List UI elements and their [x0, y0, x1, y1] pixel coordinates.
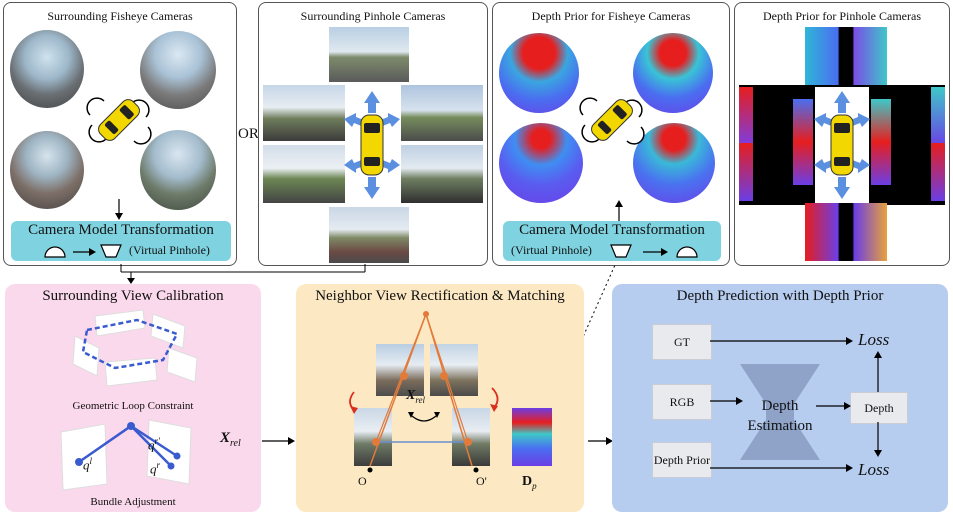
arrow-rectification-to-prediction — [588, 437, 613, 445]
depth-estimation-label: Depth Estimation — [747, 398, 813, 435]
depth-fisheye-title: Depth Prior for Fisheye Cameras — [531, 9, 691, 23]
depth-pinhole-title: Depth Prior for Pinhole Cameras — [763, 9, 921, 23]
depth-pinhole-rear — [805, 203, 887, 261]
depth-pinhole-front-left — [739, 87, 753, 147]
camera-model-transformation-box-2: Camera Model Transformation (Virtual Pin… — [503, 221, 721, 261]
car-with-pinhole-arrows — [344, 91, 400, 199]
pinhole-cameras-panel: Surrounding Pinhole Cameras — [258, 2, 488, 266]
or-label: OR — [238, 126, 259, 142]
depth-pinhole-inner-left — [793, 99, 813, 185]
rect-x-rel-label: Xrel — [406, 388, 425, 405]
origin-left-label: O — [358, 474, 367, 488]
rect-x-rel-sub: rel — [415, 394, 426, 405]
pinhole-image-rear — [329, 207, 409, 263]
car-with-fisheye-fovs — [86, 97, 152, 145]
pinhole-image-rear-left — [263, 145, 345, 203]
fisheye-image-rear-left — [10, 131, 84, 209]
rect-x-rel-base: X — [406, 388, 416, 403]
loss-top-label: Loss — [858, 330, 890, 349]
depth-pinhole-front — [805, 27, 887, 85]
pinhole-image-rear-right — [401, 145, 483, 203]
fisheye-cameras-panel: Surrounding Fisheye Cameras Camera Model… — [3, 2, 237, 266]
depth-output-box: Depth — [850, 392, 908, 424]
depth-prediction-box: Depth Prediction with Depth Prior GT RGB… — [612, 284, 948, 512]
pinhole-panel-title: Surrounding Pinhole Cameras — [300, 9, 446, 23]
depth-prior-fisheye-panel: Depth Prior for Fisheye Cameras Camera M… — [492, 2, 730, 266]
rectification-title: Neighbor View Rectification & Matching — [315, 288, 565, 304]
pinhole-to-fisheye-icons — [610, 244, 698, 258]
bundle-adjustment-label: Bundle Adjustment — [90, 496, 176, 508]
depth-prior-pinhole-panel: Depth Prior for Pinhole Cameras — [734, 2, 950, 266]
dp-sub: p — [532, 480, 537, 491]
down-arrow-fisheye — [115, 199, 123, 220]
fisheye-image-front-right — [140, 31, 216, 109]
q-r-prime-sup: r' — [154, 436, 160, 446]
car-depth-fisheye — [579, 97, 645, 145]
transform-subtitle: (Virtual Pinhole) — [129, 243, 210, 257]
car-depth-pinhole — [814, 91, 870, 199]
q-r-prime-base: q — [148, 437, 155, 453]
fisheye-image-rear-right — [140, 130, 216, 210]
arrow-calibration-to-rectification — [262, 437, 295, 445]
up-arrow-depth-fisheye — [615, 200, 623, 221]
depth-fisheye-rear-left — [499, 123, 583, 203]
depth-prior-image — [512, 408, 552, 466]
camera-model-transformation-box: Camera Model Transformation (Virtual Pin… — [11, 221, 231, 261]
fisheye-image-front-left — [10, 30, 84, 108]
x-rel-label: Xrel — [220, 430, 241, 449]
q-r-prime-label: qr' — [148, 436, 160, 453]
fisheye-panel-title: Surrounding Fisheye Cameras — [47, 9, 193, 23]
depth-pinhole-inner-right — [871, 99, 891, 185]
dp-label: Dp — [522, 474, 537, 491]
loss-bottom-label: Loss — [858, 460, 890, 479]
q-l-label: ql — [83, 456, 92, 473]
depth-fisheye-front-left — [499, 33, 579, 113]
fisheye-to-pinhole-icons — [44, 244, 122, 258]
q-r-label: qr — [150, 460, 160, 477]
pinhole-image-front — [329, 27, 409, 82]
transform-title: Camera Model Transformation — [28, 222, 214, 238]
dp-base: D — [522, 474, 533, 489]
depth-estimation-network — [740, 364, 820, 460]
depth-prediction-title: Depth Prediction with Depth Prior — [676, 288, 884, 304]
pinhole-image-front-right — [401, 85, 483, 141]
bundle-adjustment-diagram — [60, 419, 192, 491]
rgb-box: RGB — [652, 384, 712, 420]
q-r-base: q — [150, 461, 157, 477]
transform-title-2: Camera Model Transformation — [519, 222, 705, 238]
q-l-base: q — [83, 457, 90, 473]
gt-box: GT — [652, 324, 712, 360]
q-l-sup: l — [89, 456, 93, 466]
calibration-title: Surrounding View Calibration — [42, 288, 224, 304]
x-rel-sub: rel — [230, 438, 241, 449]
depth-pinhole-front-right — [931, 87, 945, 147]
depth-pinhole-rear-left — [739, 143, 753, 201]
x-rel-base: X — [220, 430, 231, 446]
rect-image-upper-left — [376, 344, 424, 396]
q-r-sup: r — [156, 460, 161, 470]
loop-constraint-label: Geometric Loop Constraint — [72, 400, 194, 412]
rectification-geometry — [349, 311, 499, 473]
prediction-arrows — [710, 337, 882, 472]
origin-right-label: O' — [476, 474, 487, 488]
rectification-box: Neighbor View Rectification & Matching X… — [296, 284, 584, 512]
depth-fisheye-front-right — [633, 33, 713, 113]
depth-pinhole-rear-right — [931, 143, 945, 201]
loop-constraint-diagram — [72, 309, 198, 387]
transform-subtitle-2: (Virtual Pinhole) — [511, 243, 592, 257]
calibration-box: Surrounding View Calibration Geometric L… — [5, 284, 261, 512]
rect-image-lower-right — [452, 408, 490, 466]
depth-prior-box: Depth Prior — [652, 442, 712, 478]
pinhole-image-front-left — [263, 85, 345, 141]
depth-fisheye-rear-right — [633, 123, 715, 203]
